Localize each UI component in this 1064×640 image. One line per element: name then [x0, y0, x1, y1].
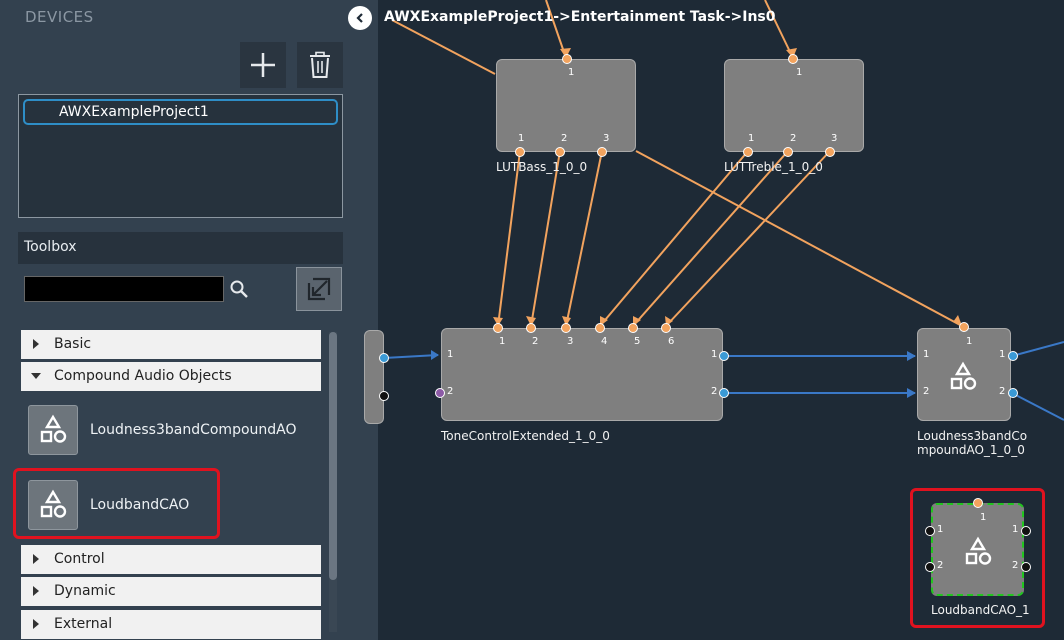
- pin-label: 2: [532, 336, 539, 347]
- category-label: Compound Audio Objects: [54, 368, 232, 384]
- panel-edge: [352, 0, 378, 640]
- pin-label: 2: [561, 133, 568, 144]
- pin-label: 1: [711, 349, 718, 360]
- category-label: External: [54, 616, 113, 632]
- edit-icon: [307, 277, 331, 301]
- pin-label: 2: [923, 386, 930, 397]
- pin-label: 1: [1012, 524, 1019, 535]
- scrollbar-thumb[interactable]: [329, 332, 337, 580]
- pin-label: 1: [923, 349, 930, 360]
- highlight-box: [13, 468, 220, 539]
- category-dynamic[interactable]: Dynamic: [21, 577, 321, 606]
- pin-label: 3: [831, 133, 838, 144]
- pin-label: 5: [634, 336, 641, 347]
- pin-label: 2: [447, 386, 454, 397]
- block-label: Loudness3bandCo: [917, 429, 1028, 443]
- shapes-icon: [28, 480, 78, 530]
- expand-arrow-icon: [33, 554, 39, 564]
- pin-label: 1: [999, 349, 1006, 360]
- trash-icon: [310, 51, 330, 78]
- delete-device-button[interactable]: [297, 42, 343, 88]
- expand-arrow-icon: [33, 586, 39, 596]
- shapes-icon: [28, 405, 78, 455]
- toolbox-item-label: Loudness3bandCompoundAO: [90, 422, 297, 438]
- pin-label: 4: [601, 336, 608, 347]
- category-compound-audio-objects[interactable]: Compound Audio Objects: [21, 362, 321, 391]
- pin-label: 1: [499, 336, 506, 347]
- pin-label: 1: [447, 349, 454, 360]
- toolbox-edit-button[interactable]: [296, 267, 342, 311]
- pin-label: 2: [711, 386, 718, 397]
- category-label: Control: [54, 551, 105, 567]
- pin-label: 1: [518, 133, 525, 144]
- toolbox-header: Toolbox: [18, 232, 343, 264]
- collapse-arrow-icon: [31, 373, 41, 379]
- collapse-panel-button[interactable]: [348, 6, 372, 30]
- pin-label: 2: [1012, 560, 1019, 571]
- category-control[interactable]: Control: [21, 545, 321, 574]
- pin-label: 6: [668, 336, 675, 347]
- lutbass-pins: [515, 54, 607, 157]
- block-label: ToneControlExtended_1_0_0: [441, 429, 610, 443]
- devices-title: DEVICES: [25, 8, 94, 26]
- category-label: Dynamic: [54, 583, 116, 599]
- block-label: mpoundAO_1_0_0: [917, 443, 1025, 457]
- toolbox-item-label: LoudbandCAO: [90, 497, 190, 513]
- loudness3band-pins: [959, 322, 1018, 398]
- block-loudbandcao[interactable]: [931, 503, 1024, 596]
- tonecontrol-pins: [435, 323, 729, 398]
- search-icon[interactable]: [229, 279, 249, 299]
- pin-label: 1: [980, 512, 987, 523]
- category-basic[interactable]: Basic: [21, 330, 321, 359]
- pin-label: 1: [966, 336, 973, 347]
- pin-label: 2: [937, 560, 944, 571]
- block-label: LoudbandCAO_1: [931, 603, 1030, 617]
- plus-icon: [251, 53, 275, 77]
- block-label: LUTTreble_1_0_0: [724, 160, 823, 174]
- offscreen-block[interactable]: [364, 330, 384, 424]
- expand-arrow-icon: [33, 619, 39, 629]
- block-luttreble[interactable]: [724, 59, 864, 152]
- toolbox-item-loudbandcao[interactable]: LoudbandCAO: [28, 480, 189, 530]
- pin-label: 3: [603, 133, 610, 144]
- toolbox-item-loudness3band[interactable]: Loudness3bandCompoundAO: [28, 405, 297, 455]
- block-tonecontrol[interactable]: [441, 328, 723, 421]
- block-lutbass[interactable]: [496, 59, 636, 152]
- pin-label: 1: [937, 524, 944, 535]
- shapes-icon: [965, 536, 992, 565]
- luttreble-pins: [743, 54, 835, 157]
- pin-label: 1: [568, 67, 575, 78]
- toolbox-search-input[interactable]: [24, 276, 224, 302]
- block-label: LUTBass_1_0_0: [496, 160, 588, 174]
- pin-label: 1: [748, 133, 755, 144]
- chevron-left-icon: [356, 13, 363, 23]
- pin-label: 1: [796, 67, 803, 78]
- category-external[interactable]: External: [21, 610, 321, 639]
- add-device-button[interactable]: [240, 42, 286, 88]
- pin-label: 3: [567, 336, 574, 347]
- breadcrumb: AWXExampleProject1->Entertainment Task->…: [384, 9, 776, 25]
- offscreen-block-pins: [379, 353, 389, 401]
- devices-list[interactable]: AWXExampleProject1: [18, 94, 343, 218]
- loudbandcao-pins: [925, 498, 1031, 572]
- highlight-box: [910, 488, 1045, 628]
- category-label: Basic: [54, 336, 92, 352]
- device-item[interactable]: AWXExampleProject1: [23, 99, 338, 125]
- shapes-icon: [950, 361, 977, 390]
- pin-label: 2: [999, 386, 1006, 397]
- pin-label: 2: [790, 133, 797, 144]
- expand-arrow-icon: [33, 339, 39, 349]
